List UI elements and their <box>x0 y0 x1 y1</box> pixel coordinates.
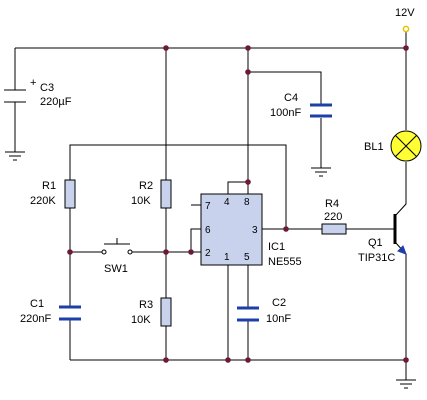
wire-feedback-loop <box>69 144 287 229</box>
ground-icon <box>396 379 416 389</box>
junction-dot <box>67 249 73 255</box>
capacitor-c4: C4 100nF <box>270 92 332 119</box>
junction-dot <box>283 226 289 232</box>
ic-pin-1: 1 <box>224 252 230 263</box>
r1-value: 220K <box>30 195 56 207</box>
junction-dot <box>163 45 169 51</box>
ground-icon <box>5 151 25 161</box>
c1-name: C1 <box>30 298 44 310</box>
r2-name: R2 <box>139 180 153 192</box>
junction-dot <box>245 45 251 51</box>
junctions <box>67 45 409 363</box>
ic1-name: IC1 <box>268 241 285 253</box>
sw1-name: SW1 <box>104 263 128 275</box>
junction-dot <box>403 357 409 363</box>
r3-name: R3 <box>139 299 153 311</box>
ground-icon <box>311 167 331 177</box>
c3-name: C3 <box>40 82 54 94</box>
wire-c4-feed <box>248 71 322 104</box>
wire-pin6-pin2 <box>190 228 201 252</box>
c1-value: 220nF <box>20 313 51 325</box>
c3-polarity: + <box>30 77 36 89</box>
c2-value: 10nF <box>266 313 291 325</box>
c2-name: C2 <box>272 297 286 309</box>
push-button-icon: SW1 <box>101 238 133 275</box>
lamp-icon: BL1 <box>364 130 422 162</box>
q1-value: TIP31C <box>358 252 395 264</box>
r3-value: 10K <box>131 314 151 326</box>
ic-pin-7: 7 <box>205 201 211 212</box>
junction-dot <box>163 249 169 255</box>
wire-collector <box>394 196 407 217</box>
capacitor-c3: + C3 220µF <box>4 77 72 108</box>
resistor-r4: R4 220 <box>321 198 347 235</box>
supply-label: 12V <box>395 7 415 19</box>
r4-name: R4 <box>325 198 339 210</box>
ic-ne555: 7 4 8 6 3 2 1 5 IC1 NE555 <box>200 193 302 268</box>
c3-value: 220µF <box>40 96 72 108</box>
junction-dot <box>245 179 251 185</box>
q1-name: Q1 <box>368 237 383 249</box>
ic-pin-5: 5 <box>244 252 250 263</box>
wires <box>14 30 407 380</box>
junction-dot <box>163 357 169 363</box>
bl1-name: BL1 <box>364 141 384 153</box>
npn-transistor-icon: Q1 TIP31C <box>358 214 407 264</box>
junction-dot <box>245 357 251 363</box>
capacitor-c2: C2 10nF <box>237 297 291 325</box>
junction-dot <box>245 69 251 75</box>
ic1-value: NE555 <box>268 256 302 268</box>
ic-pin-4: 4 <box>224 197 230 208</box>
junction-dot <box>403 45 409 51</box>
ic-pin-3: 3 <box>252 225 258 236</box>
supply-terminal <box>402 25 410 33</box>
junction-dot <box>188 249 194 255</box>
r2-value: 10K <box>131 195 151 207</box>
r1-name: R1 <box>42 180 56 192</box>
c4-value: 100nF <box>270 107 301 119</box>
ic-pin-6: 6 <box>205 225 211 236</box>
capacitor-c1: C1 220nF <box>20 298 81 325</box>
junction-dot <box>225 357 231 363</box>
ic-pin-2: 2 <box>205 248 211 259</box>
wire-pin4 <box>227 181 248 194</box>
resistor-r2: R2 10K <box>131 179 172 209</box>
c4-name: C4 <box>284 92 298 104</box>
resistor-r3: R3 10K <box>131 297 172 327</box>
r4-value: 220 <box>324 211 342 223</box>
ic-pin-8: 8 <box>244 197 250 208</box>
resistor-r1: R1 220K <box>30 179 76 209</box>
